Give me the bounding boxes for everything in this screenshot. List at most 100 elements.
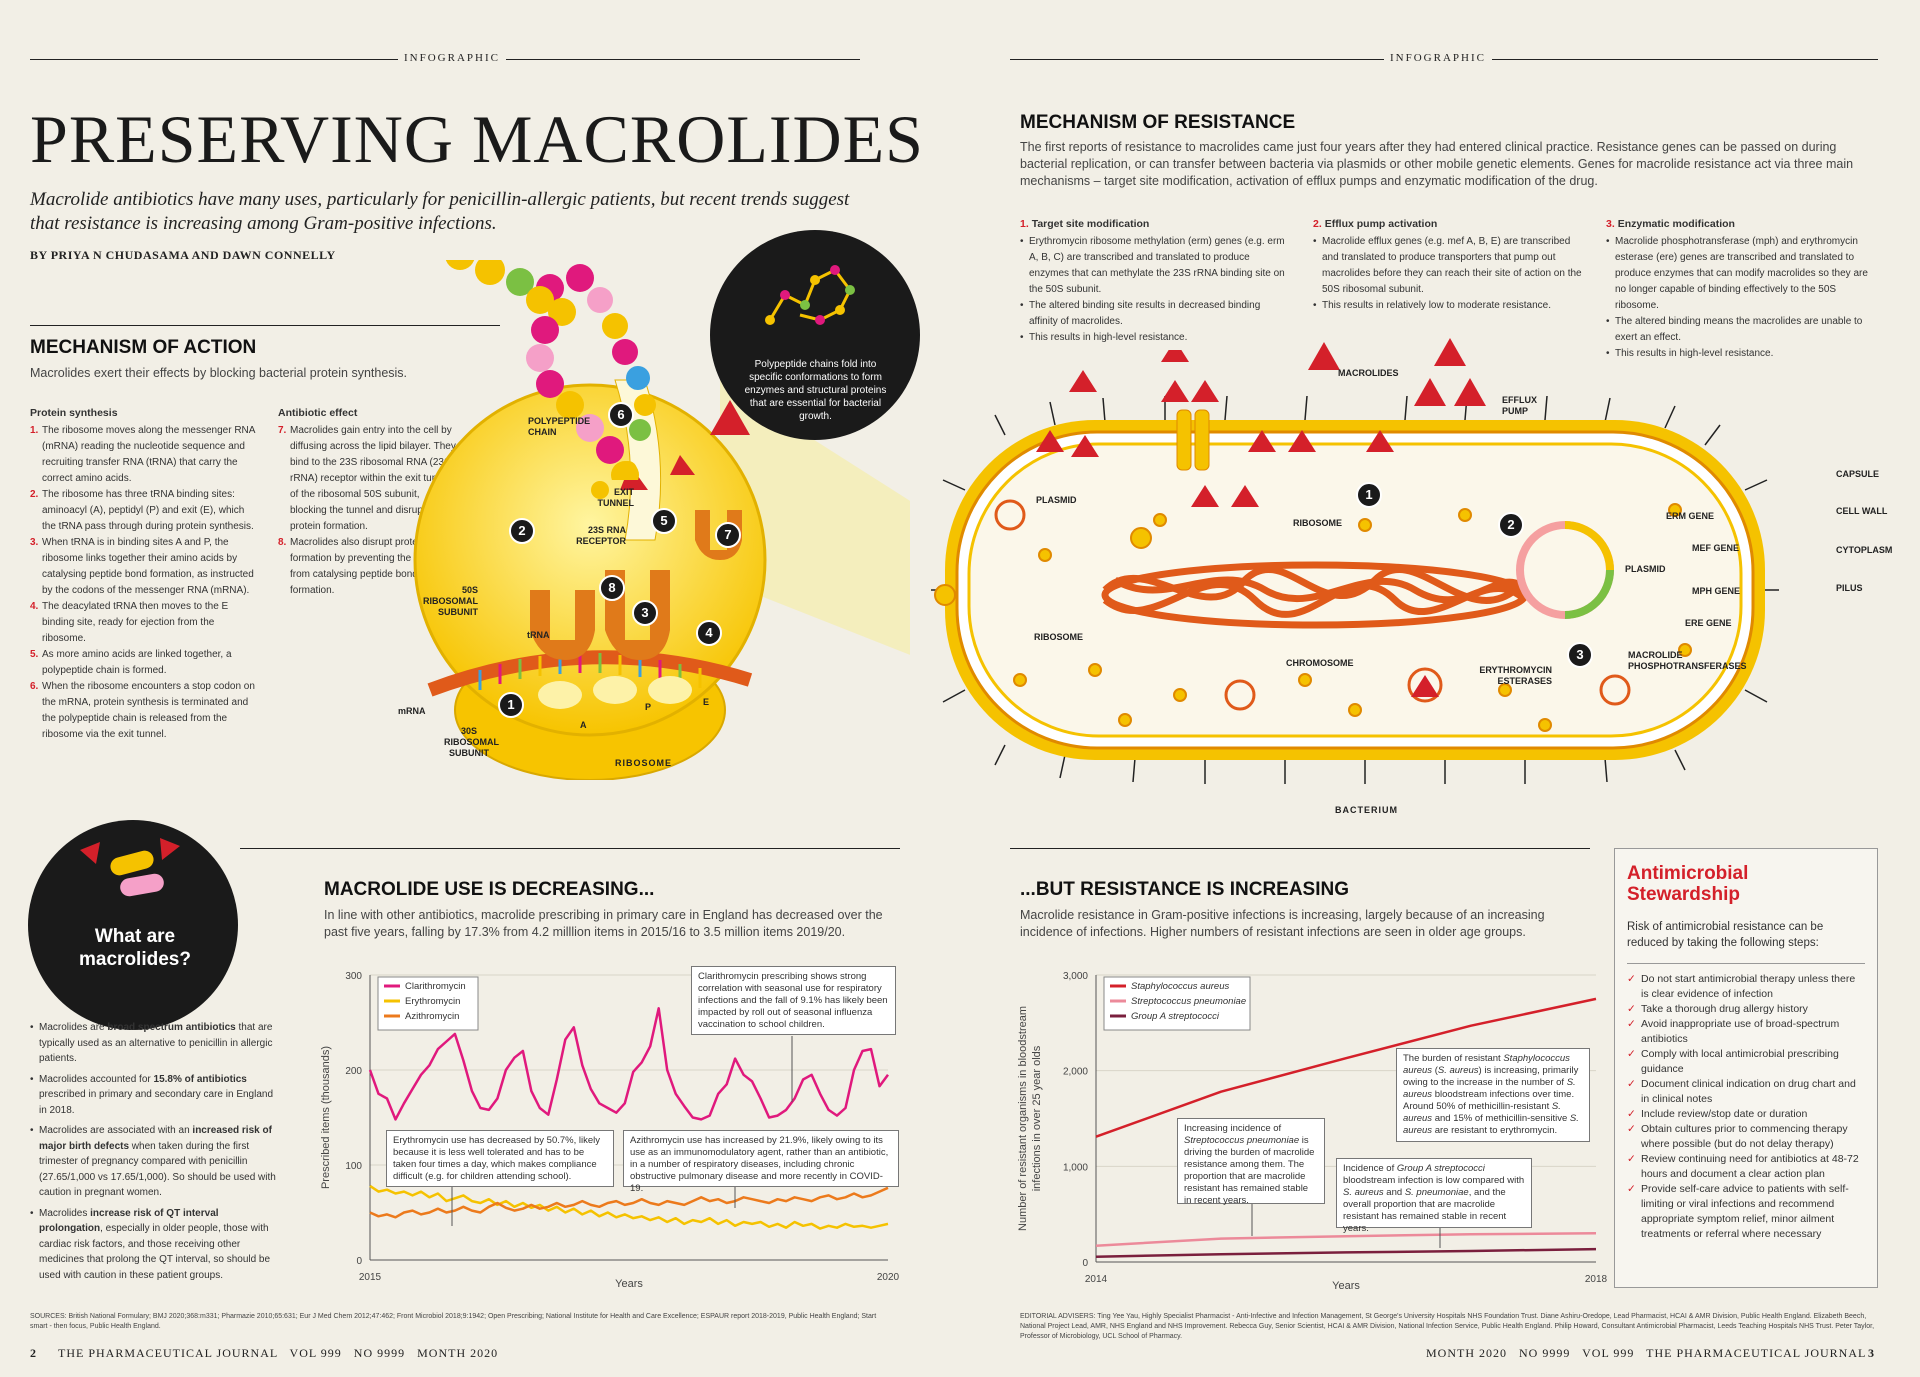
label-trna: tRNA xyxy=(527,630,550,640)
page-subtitle: Macrolide antibiotics have many uses, pa… xyxy=(30,189,850,234)
what-bullet: Macrolides accounted for 15.8% of antibi… xyxy=(30,1072,280,1119)
stewardship-list: Do not start antimicrobial therapy unles… xyxy=(1627,963,1865,1242)
folding-bubble xyxy=(710,230,920,440)
stewardship-item: Review continuing need for antibiotics a… xyxy=(1627,1152,1865,1182)
effect-step-item: 8.Macrolides also disrupt protein format… xyxy=(278,535,458,599)
pills-icon xyxy=(80,838,180,897)
legend-label: Group A streptococci xyxy=(1131,1011,1220,1022)
sources: SOURCES: British National Formulary; BMJ… xyxy=(30,1313,877,1330)
mechanism-bullet: Macrolide phosphotransferase (mph) and e… xyxy=(1606,234,1878,314)
page-title: PRESERVING MACROLIDES xyxy=(30,101,924,177)
mechanism-bullet: The altered binding site results in decr… xyxy=(1020,298,1290,330)
label-capsule: CAPSULE xyxy=(1836,469,1880,479)
x-tick-label: 2020 xyxy=(877,1272,900,1283)
what-post: , especially in older people, those with… xyxy=(39,1223,271,1281)
series-line xyxy=(368,1007,890,1121)
legend-label: Erythromycin xyxy=(405,996,460,1007)
what-post: that are typically used as an alternativ… xyxy=(39,1022,273,1064)
label-exit-tunnel: EXIT TUNNEL xyxy=(597,487,635,508)
mechanism-number: 2. xyxy=(1313,218,1325,230)
legend-label: Clarithromycin xyxy=(405,981,466,992)
mechanism-bullet: The altered binding means the macrolides… xyxy=(1606,314,1878,346)
badge-5: 5 xyxy=(651,508,677,534)
step-number: 3. xyxy=(30,537,39,548)
label-site-e: E xyxy=(703,697,710,707)
stewardship-item: Do not start antimicrobial therapy unles… xyxy=(1627,972,1865,1002)
what-post: when taken during the first trimester of… xyxy=(39,1140,276,1199)
label-phospho: MACROLIDE PHOSPHOTRANSFERASES xyxy=(1628,650,1747,671)
stewardship-item: Obtain cultures prior to commencing ther… xyxy=(1627,1122,1865,1152)
step-text: Macrolides gain entry into the cell by d… xyxy=(290,425,456,532)
protein-step-item: 1.The ribosome moves along the messenger… xyxy=(30,423,260,487)
y-tick-label: 1,000 xyxy=(1063,1162,1088,1173)
annot-azithromycin: Azithromycin use has increased by 21.9%,… xyxy=(623,1130,899,1194)
protein-step-item: 2.The ribosome has three tRNA binding si… xyxy=(30,487,260,535)
label-receptor: 23S RNA RECEPTOR xyxy=(576,525,626,546)
footer-right-text: MONTH 2020 NO 9999 VOL 999 THE PHARMACEU… xyxy=(1426,1346,1867,1360)
stewardship-item: Provide self-care advice to patients wit… xyxy=(1627,1182,1865,1242)
annot-clarithromycin: Clarithromycin prescribing shows strong … xyxy=(691,966,896,1035)
label-50s: 50S RIBOSOMAL SUBUNIT xyxy=(423,585,478,617)
what-post: prescribed in primary and secondary care… xyxy=(39,1089,274,1116)
x-axis-label: Years xyxy=(615,1278,643,1290)
label-chromosome: CHROMOSOME xyxy=(1286,658,1354,668)
protein-step-item: 3.When tRNA is in binding sites A and P,… xyxy=(30,535,260,599)
action-intro: Macrolides exert their effects by blocki… xyxy=(30,366,408,380)
stewardship-intro: Risk of antimicrobial resistance can be … xyxy=(1627,921,1824,949)
mechanism-column: 3. Enzymatic modificationMacrolide phosp… xyxy=(1606,216,1878,362)
label-bacterium: BACTERIUM xyxy=(1335,805,1398,815)
label-macrolides: MACROLIDES xyxy=(1338,368,1399,378)
mechanism-column: 2. Efflux pump activationMacrolide efflu… xyxy=(1313,216,1583,314)
label-mph: MPH GENE xyxy=(1692,586,1741,596)
what-bold: broad spectrum antibiotics xyxy=(107,1022,236,1033)
y-tick-label: 200 xyxy=(345,1066,362,1077)
resistance-heading: MECHANISM OF RESISTANCE xyxy=(1020,112,1296,133)
what-pre: Macrolides xyxy=(39,1207,91,1219)
mechanism-title: 2. Efflux pump activation xyxy=(1313,216,1583,232)
step-number: 4. xyxy=(30,601,39,612)
stewardship-item: Avoid inappropriate use of broad-spectru… xyxy=(1627,1017,1865,1047)
protein-step-item: 4.The deacylated tRNA then moves to the … xyxy=(30,599,260,647)
res-badge-1: 1 xyxy=(1356,482,1382,508)
byline: BY PRIYA N CHUDASAMA AND DAWN CONNELLY xyxy=(30,248,336,262)
series-line xyxy=(1095,1232,1597,1247)
step-number: 6. xyxy=(30,681,39,692)
protein-synthesis-column: Protein synthesis 1.The ribosome moves a… xyxy=(30,405,260,743)
annot-incidence: Increasing incidence of Streptococcus pn… xyxy=(1177,1118,1325,1206)
what-list-wrap: Macrolides are broad spectrum antibiotic… xyxy=(30,1020,280,1288)
label-site-a: A xyxy=(580,720,587,730)
label-esterases: ERYTHROMYCIN ESTERASES xyxy=(1479,665,1552,686)
mechanism-column: 1. Target site modificationErythromycin … xyxy=(1020,216,1290,346)
effect-heading: Antibiotic effect xyxy=(278,407,358,419)
step-text: As more amino acids are linked together,… xyxy=(42,649,232,676)
bacterium-illustration xyxy=(931,350,1779,784)
label-cytoplasm: CYTOPLASM xyxy=(1836,545,1893,555)
label-30s: 30S RIBOSOMAL SUBUNIT xyxy=(444,726,499,758)
series-line xyxy=(369,1184,889,1230)
what-bold: increase risk of QT interval prolongatio… xyxy=(39,1207,219,1235)
mechanism-title: 1. Target site modification xyxy=(1020,216,1290,232)
step-number: 1. xyxy=(30,425,39,436)
use-intro: In line with other antibiotics, macrolid… xyxy=(324,908,883,939)
y-tick-label: 0 xyxy=(356,1256,362,1267)
label-cellwall: CELL WALL xyxy=(1836,506,1888,516)
protein-steps: 1.The ribosome moves along the messenger… xyxy=(30,423,260,743)
res-badge-2: 2 xyxy=(1498,512,1524,538)
legend-label: Staphylococcus aureus xyxy=(1131,981,1229,992)
step-text: Macrolides also disrupt protein formatio… xyxy=(290,537,456,596)
x-tick-label: 2014 xyxy=(1085,1274,1108,1285)
stewardship-item: Comply with local antimicrobial prescrib… xyxy=(1627,1047,1865,1077)
antibiotic-effect-column: Antibiotic effect 7.Macrolides gain entr… xyxy=(278,405,458,599)
mechanism-title-text: Target site modification xyxy=(1031,218,1150,230)
bottom-rule-right xyxy=(1010,848,1590,849)
step-number: 5. xyxy=(30,649,39,660)
what-bullet: Macrolides are associated with an increa… xyxy=(30,1123,280,1201)
protein-step-item: 6.When the ribosome encounters a stop co… xyxy=(30,679,260,743)
mechanism-title-text: Enzymatic modification xyxy=(1617,218,1735,230)
badge-3: 3 xyxy=(632,600,658,626)
what-pre: Macrolides are associated with an xyxy=(39,1125,193,1136)
editorial-advisers: EDITORIAL ADVISERS: Ting Yee Yau, Highly… xyxy=(1020,1313,1875,1340)
what-bullet: Macrolides increase risk of QT interval … xyxy=(30,1206,280,1284)
what-bold: 15.8% of antibiotics xyxy=(153,1073,247,1085)
